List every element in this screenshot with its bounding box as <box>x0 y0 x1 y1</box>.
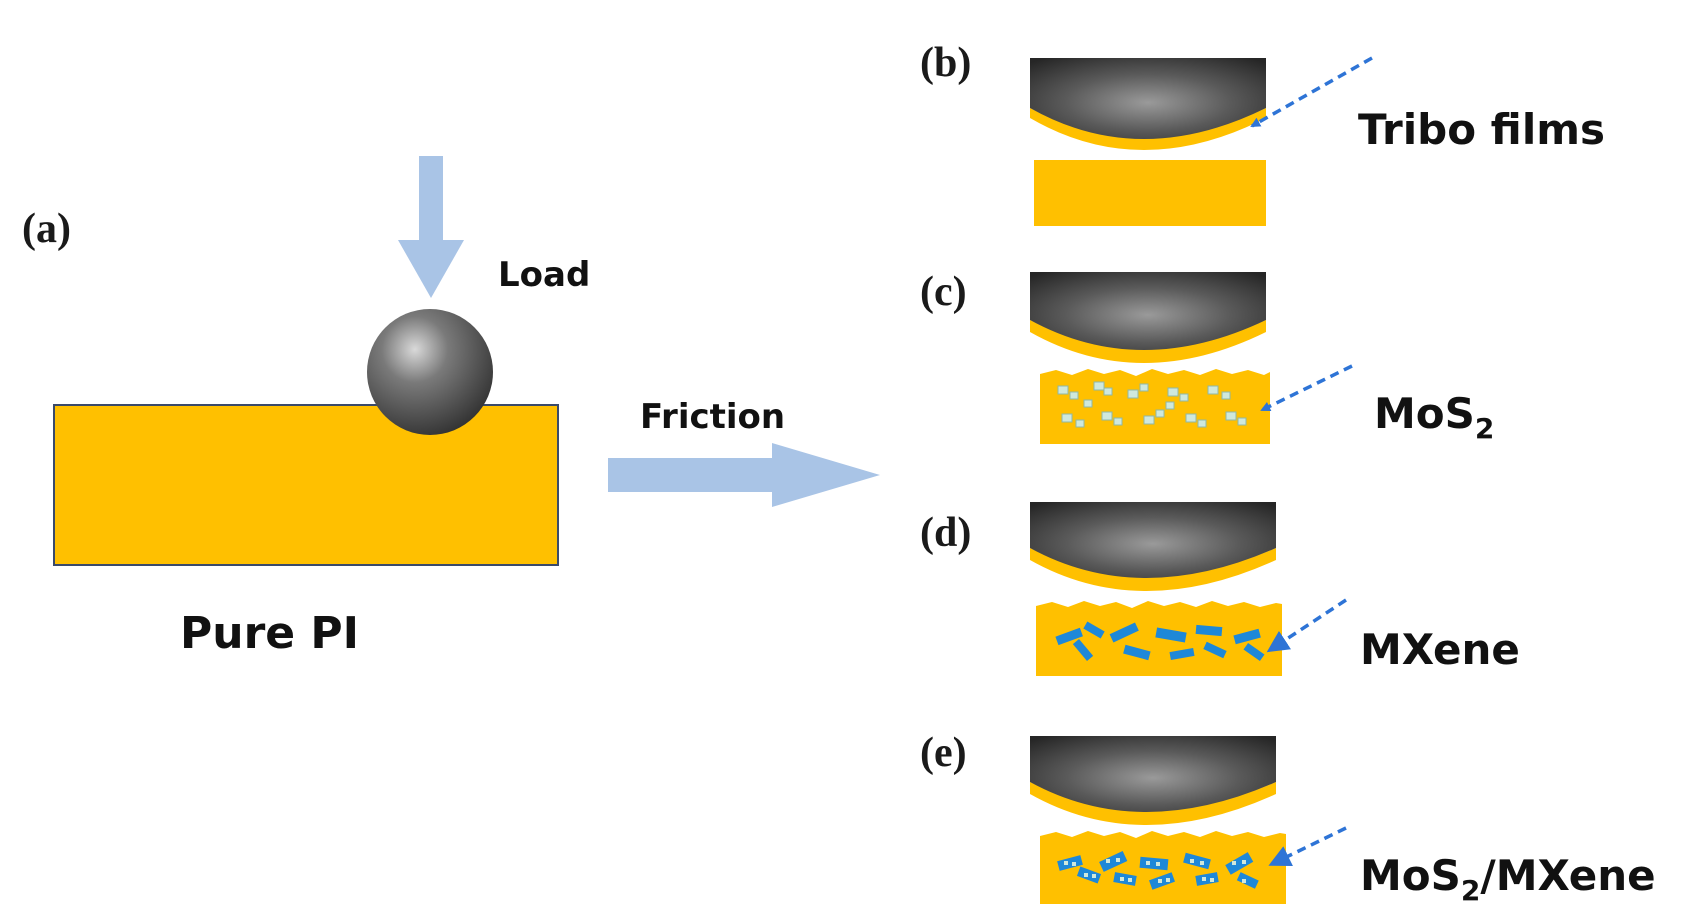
mos2-mxene-flakes <box>1057 850 1259 890</box>
tribo-films-label: Tribo films <box>1358 105 1605 154</box>
friction-label: Friction <box>640 397 785 437</box>
tribo-film-c <box>1030 320 1266 363</box>
pure-pi-substrate <box>53 404 559 566</box>
mos2-label: MoS2 <box>1374 389 1494 445</box>
panel-e: (e) <box>920 730 1656 907</box>
load-label: Load <box>498 255 590 295</box>
panel-c-letter: (c) <box>920 269 967 315</box>
mxene-flakes <box>1055 621 1265 662</box>
panel-b-letter: (b) <box>920 40 971 86</box>
panel-d: (d) MXene <box>920 502 1520 676</box>
ball-cap-icon <box>1030 502 1276 578</box>
substrate-d <box>1036 601 1282 676</box>
dash-arrow-d <box>1266 598 1347 653</box>
dash-arrow-b <box>1250 56 1373 128</box>
mos2-particles <box>1057 381 1247 428</box>
ball-cap-icon <box>1030 58 1266 139</box>
panel-a: (a) Load Pure PI Friction <box>22 156 880 659</box>
dash-arrow-e <box>1268 826 1347 867</box>
panel-a-letter: (a) <box>22 206 71 252</box>
panel-d-letter: (d) <box>920 510 971 556</box>
panel-c: (c) MoS2 <box>920 269 1494 445</box>
ball-cap-icon <box>1030 736 1276 812</box>
panel-e-letter: (e) <box>920 730 967 776</box>
mxene-label: MXene <box>1360 625 1520 674</box>
load-arrow <box>398 156 464 298</box>
tribo-film-d <box>1030 548 1276 591</box>
panel-b: (b) Tribo films <box>920 40 1605 226</box>
ball-cap-icon <box>1030 272 1266 350</box>
tribo-film-b <box>1030 108 1266 150</box>
substrate-c <box>1040 369 1270 444</box>
friction-arrow <box>608 443 880 507</box>
dash-arrow-c <box>1260 364 1353 412</box>
tribo-film-e <box>1030 782 1276 825</box>
pure-pi-label: Pure PI <box>180 608 359 659</box>
mos2-mxene-label: MoS2/MXene <box>1360 851 1656 907</box>
substrate-b <box>1034 160 1266 226</box>
steel-ball-icon <box>367 309 493 435</box>
